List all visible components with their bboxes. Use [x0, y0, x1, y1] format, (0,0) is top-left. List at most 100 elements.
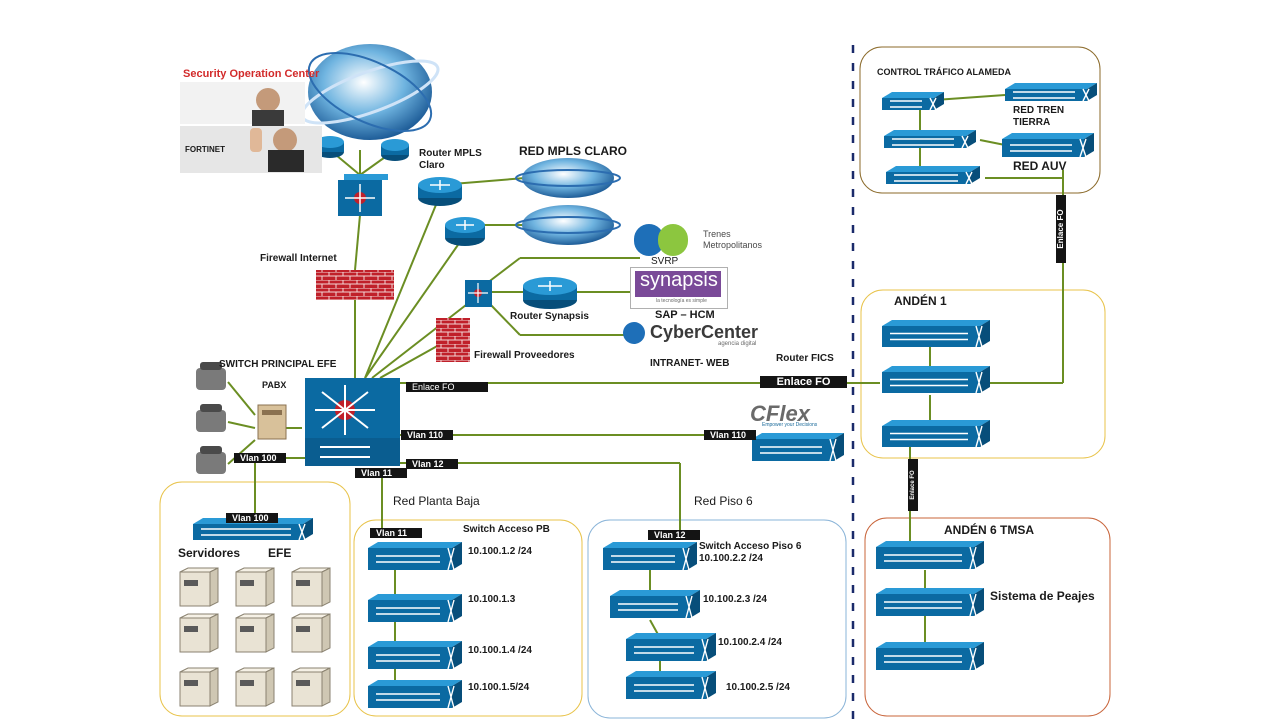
main-switch-icon — [305, 378, 400, 466]
firewall-proveedores-label: Firewall Proveedores — [474, 350, 575, 361]
ip-label: 10.100.2.3 /24 — [703, 594, 767, 605]
red-auv-switch-icon — [1002, 133, 1094, 158]
mpls-title: RED MPLS CLARO — [519, 144, 627, 158]
synapsis-name: synapsis — [640, 269, 718, 291]
server-icon — [291, 667, 331, 707]
mpls-router-icon — [445, 217, 485, 246]
switch-acceso-p6-label: Switch Acceso Piso 6 — [699, 541, 802, 552]
cflex-switch-icon — [752, 433, 844, 462]
vlan100-tag: Vlan 100 — [226, 513, 278, 523]
control-switch-icon — [886, 166, 980, 185]
server-icon — [235, 667, 275, 707]
internet-switch-icon — [338, 174, 388, 216]
access-switch-icon — [626, 633, 716, 662]
anden1-region — [860, 289, 1106, 459]
control-switch-icon — [1005, 83, 1097, 102]
server-icon — [235, 567, 275, 607]
server-icon — [179, 613, 219, 653]
intranet-label: INTRANET- WEB — [650, 358, 730, 369]
access-switch-icon — [368, 594, 462, 623]
cflex-name: CFlex — [750, 401, 810, 426]
vlan11-tag: Vlan 11 — [355, 468, 407, 478]
ip-label: 10.100.2.5 /24 — [726, 682, 790, 693]
vlan100-tag: Vlan 100 — [234, 453, 286, 463]
mpls-cloud-icon — [515, 158, 621, 245]
control-switch-icon — [884, 130, 976, 149]
anden1-switch-icon — [882, 320, 990, 348]
trenes-line2: Metropolitanos — [703, 240, 763, 250]
server-icon — [291, 613, 331, 653]
access-switch-icon — [368, 641, 462, 670]
trenes-line1: Trenes — [703, 229, 731, 239]
sap-label: SAP – HCM — [655, 309, 715, 321]
enlace-fo-tag: Enlace FO — [406, 382, 488, 392]
router-icon — [381, 139, 409, 161]
synapsis-tagline: la tecnología es simple — [656, 298, 707, 304]
server-icon — [291, 567, 331, 607]
control-switch-icon — [882, 92, 944, 111]
access-switch-icon — [626, 671, 716, 700]
enlace-fo-vertical-tag: Enlace FO — [908, 459, 918, 511]
enlace-fo-vertical-tag: Enlace FO — [1056, 195, 1066, 263]
cybercenter-icon — [623, 322, 645, 344]
svrp-label: SVRP — [651, 256, 679, 267]
anden6-switch-icon — [876, 642, 984, 671]
servidores-title: Servidores — [178, 546, 241, 560]
pabx-icon — [257, 404, 287, 440]
ip-label: 10.100.1.2 /24 — [468, 546, 532, 557]
router-fics-label: Router FICS — [776, 353, 834, 364]
access-switch-icon — [603, 542, 697, 571]
internet-firewall-icon — [316, 270, 394, 300]
planta-baja-title: Red Planta Baja — [393, 494, 480, 508]
router-icon — [316, 136, 344, 158]
peajes-label: Sistema de Peajes — [990, 589, 1095, 603]
enlace-fo-tag-large: Enlace FO — [760, 376, 847, 388]
access-switch-icon — [368, 542, 462, 571]
server-icon — [179, 567, 219, 607]
ip-label: 10.100.1.5/24 — [468, 682, 530, 693]
ip-label: 10.100.1.3 — [468, 594, 516, 605]
planta-baja-region — [353, 519, 583, 717]
anden6-title: ANDÉN 6 TMSA — [944, 523, 1035, 537]
provider-firewall-icon — [436, 318, 470, 362]
control-trafico-title: CONTROL TRÁFICO ALAMEDA — [877, 67, 1011, 77]
cybercenter-name: CyberCenter — [650, 322, 759, 342]
access-switch-icon — [610, 590, 700, 619]
red-auv-label: RED AUV — [1013, 159, 1067, 173]
anden1-title: ANDÉN 1 — [894, 294, 947, 308]
cybercenter-tagline: agencia digital — [718, 341, 757, 347]
provider-switch-icon — [465, 280, 492, 307]
mpls-router-icon — [418, 177, 462, 206]
pabx-label: PABX — [262, 380, 287, 390]
soc-operators-image — [180, 82, 322, 173]
anden1-switch-icon — [882, 366, 990, 394]
phone-icon — [196, 362, 226, 390]
trenes-logo — [634, 224, 694, 256]
anden6-switch-icon — [876, 541, 984, 570]
mpls-router-label: Router MPLS Claro — [419, 148, 482, 171]
phone-icon — [196, 446, 226, 474]
firewall-internet-label: Firewall Internet — [260, 253, 337, 264]
anden6-region — [864, 517, 1111, 717]
vlan12-tag: Vlan 12 — [648, 530, 700, 540]
phone-icon — [196, 404, 226, 432]
vlan110-tag: Vlan 110 — [401, 430, 453, 440]
anden6-switch-icon — [876, 588, 984, 617]
synapsis-router-icon — [523, 277, 577, 309]
soc-title: Security Operation Center — [183, 68, 320, 80]
red-tren-tierra-label: RED TREN TIERRA — [1013, 105, 1065, 128]
synapsis-logo — [630, 267, 728, 309]
switch-acceso-pb-label: Switch Acceso PB — [463, 524, 550, 535]
control-trafico-region — [859, 46, 1101, 194]
router-synapsis-label: Router Synapsis — [510, 311, 589, 322]
cflex-tagline: Empower your Decisions — [762, 422, 818, 428]
piso6-title: Red Piso 6 — [694, 494, 753, 508]
fortinet-logo: FORTINET — [185, 145, 225, 154]
efe-title: EFE — [268, 546, 292, 560]
access-switch-icon — [368, 680, 462, 709]
server-icon — [179, 667, 219, 707]
ip-label: 10.100.1.4 /24 — [468, 645, 532, 656]
switch-principal-label: SWITCH PRINCIPAL EFE — [219, 359, 337, 370]
vlan12-tag: Vlan 12 — [406, 459, 458, 469]
